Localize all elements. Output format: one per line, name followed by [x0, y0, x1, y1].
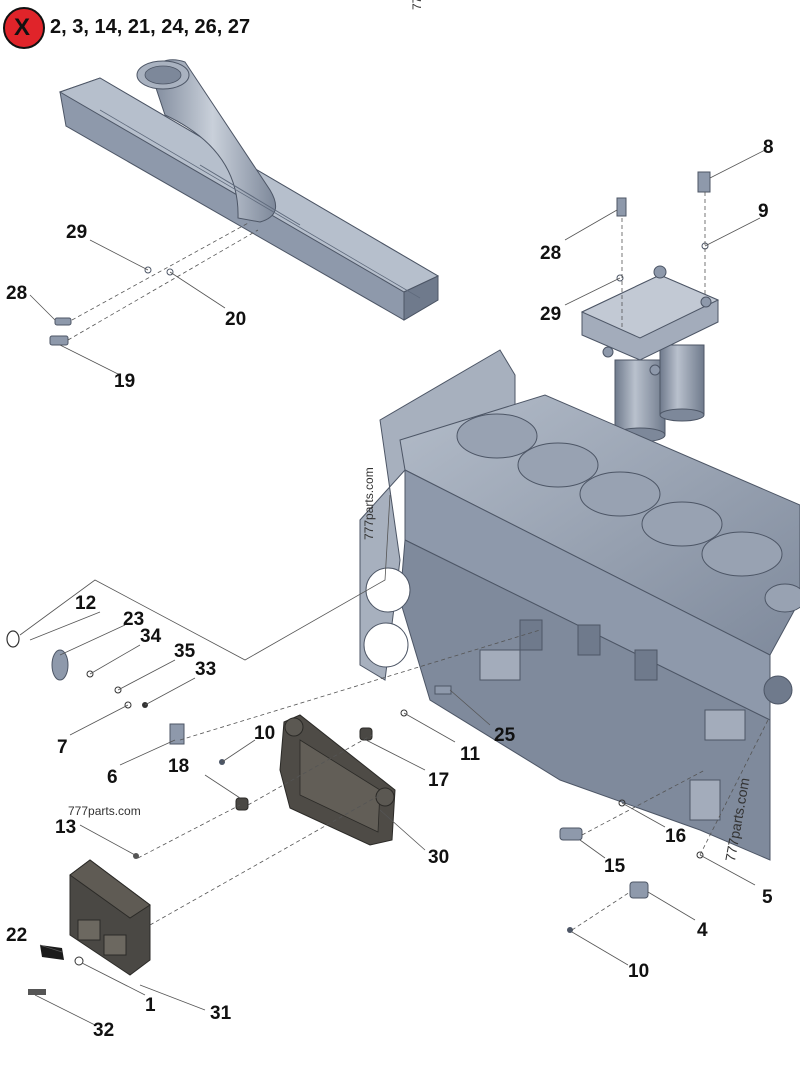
- callout-10-upper: 10: [254, 723, 276, 744]
- callout-15: 15: [604, 856, 626, 877]
- callout-31: 31: [210, 1003, 232, 1024]
- callout-1: 1: [145, 995, 156, 1016]
- callout-35: 35: [174, 641, 196, 662]
- callout-23: 23: [123, 609, 145, 630]
- callout-10-lower: 10: [628, 961, 650, 982]
- electronic-control-module: [69, 859, 151, 976]
- callout-32: 32: [93, 1020, 115, 1041]
- callout-22: 22: [6, 925, 28, 946]
- callout-4: 4: [697, 920, 708, 941]
- leader-lines: [19, 149, 769, 1026]
- callout-7: 7: [57, 737, 68, 758]
- engine-block: [359, 349, 800, 861]
- watermark-module: 777parts.com: [68, 804, 141, 818]
- callout-20: 20: [225, 309, 247, 330]
- callout-25: 25: [494, 725, 516, 746]
- callout-29-top-left: 29: [66, 222, 88, 243]
- callout-8: 8: [763, 137, 774, 158]
- excluded-badge-icon: [3, 7, 45, 49]
- watermark-engine: 777parts.com: [362, 467, 376, 540]
- fuel-filter-assembly: [580, 265, 720, 443]
- callout-19: 19: [114, 371, 136, 392]
- watermark-top: 777: [410, 0, 424, 10]
- callout-5: 5: [762, 887, 773, 908]
- callout-13: 13: [55, 817, 77, 838]
- excluded-symbol: X: [14, 14, 31, 41]
- small-parts: [6, 171, 711, 995]
- callout-30: 30: [428, 847, 450, 868]
- callout-17: 17: [428, 770, 450, 791]
- callout-33: 33: [195, 659, 217, 680]
- callout-11: 11: [460, 744, 481, 765]
- excluded-parts-list: 2, 3, 14, 21, 24, 26, 27: [50, 16, 251, 38]
- intake-manifold: [58, 59, 440, 321]
- callout-28-top-right: 28: [540, 243, 562, 264]
- callout-34: 34: [140, 626, 162, 647]
- callout-9: 9: [758, 201, 769, 222]
- callout-28-top-left: 28: [6, 283, 28, 304]
- callout-12: 12: [75, 593, 97, 614]
- callout-29-top-right: 29: [540, 304, 562, 325]
- callout-6: 6: [107, 767, 118, 788]
- callout-16: 16: [665, 826, 687, 847]
- ecm-mounting-bracket: [279, 714, 396, 846]
- callout-18: 18: [168, 756, 190, 777]
